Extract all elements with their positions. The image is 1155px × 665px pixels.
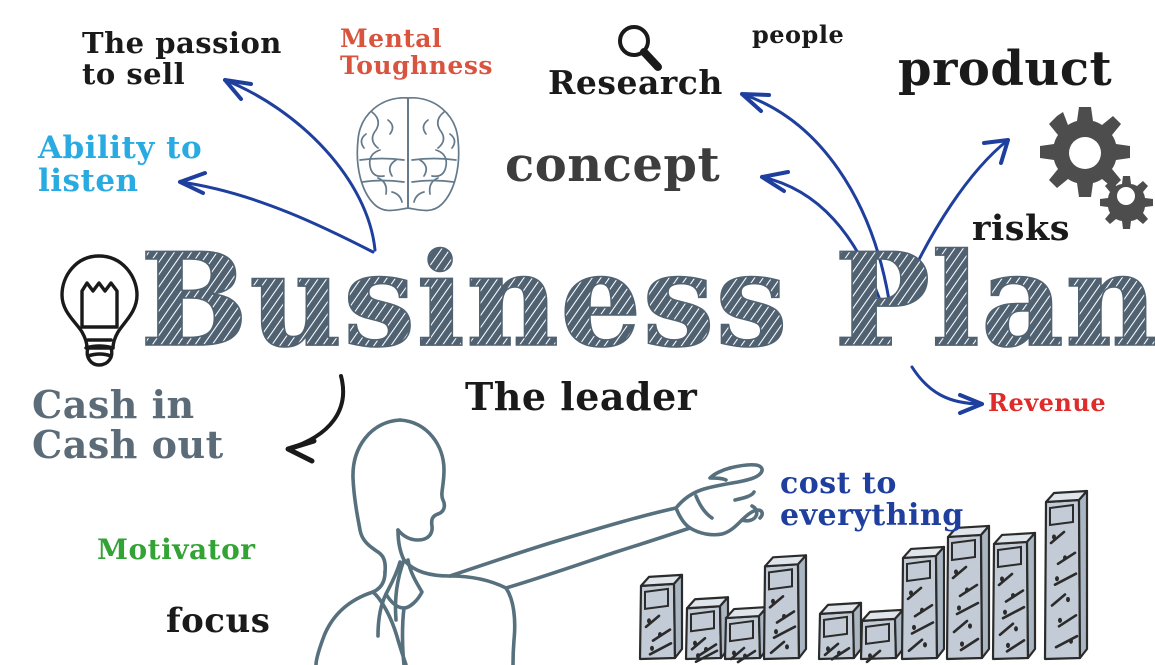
keyword-people: people bbox=[752, 20, 845, 49]
keyword-line: Cash in bbox=[32, 382, 195, 427]
page-title: Business Plan bbox=[140, 226, 1155, 376]
keyword-product: product bbox=[898, 44, 1112, 95]
keyword-concept: concept bbox=[505, 140, 720, 191]
keyword-line: Revenue bbox=[988, 388, 1107, 417]
keyword-revenue: Revenue bbox=[988, 388, 1107, 417]
keyword-line: everything bbox=[780, 497, 964, 533]
keyword-line: The passion bbox=[82, 26, 282, 60]
keyword-line: Mental bbox=[340, 24, 442, 53]
keyword-research: Research bbox=[548, 63, 723, 102]
keyword-line: The leader bbox=[465, 374, 698, 419]
keyword-focus: focus bbox=[166, 603, 270, 639]
keyword-line: concept bbox=[505, 137, 721, 193]
keyword-risks: risks bbox=[972, 210, 1070, 247]
keyword-line: Research bbox=[548, 63, 723, 102]
keyword-line: Cash out bbox=[32, 422, 224, 468]
keyword-the-leader: The leader bbox=[465, 374, 698, 419]
keyword-line: Ability to bbox=[38, 130, 203, 166]
keyword-line: product bbox=[898, 41, 1113, 97]
keyword-line: listen bbox=[38, 162, 139, 199]
keyword-line: people bbox=[752, 20, 845, 49]
keyword-line: focus bbox=[166, 601, 271, 641]
keyword-line: risks bbox=[972, 208, 1070, 249]
keyword-motivator: Motivator bbox=[97, 535, 256, 565]
keyword-line: Toughness bbox=[340, 50, 493, 80]
keyword-line: cost to bbox=[780, 466, 897, 501]
keyword-line: Motivator bbox=[97, 533, 256, 566]
keyword-line: to sell bbox=[82, 56, 186, 91]
